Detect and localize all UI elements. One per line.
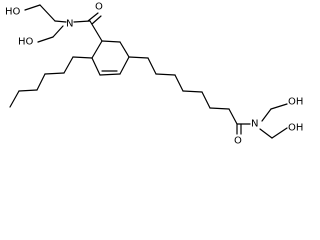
bond bbox=[54, 20, 67, 23]
bond bbox=[18, 89, 38, 92]
oxygen-label: O bbox=[234, 136, 242, 147]
double-bond bbox=[99, 73, 121, 76]
bond bbox=[52, 25, 64, 38]
octanoyl-chain bbox=[128, 56, 238, 125]
bond bbox=[128, 56, 149, 59]
bond bbox=[147, 57, 157, 75]
bond bbox=[119, 41, 130, 58]
hydroxyl-label: HO bbox=[18, 37, 34, 48]
bond bbox=[63, 56, 74, 74]
bond bbox=[270, 103, 288, 110]
nitrogen-label: N bbox=[251, 119, 258, 130]
bond bbox=[73, 20, 91, 23]
double-bond bbox=[87, 12, 99, 22]
bond bbox=[182, 90, 203, 93]
cyclohexene-ring bbox=[91, 40, 130, 76]
hydroxyl-label: HO bbox=[5, 7, 21, 18]
bond bbox=[37, 36, 54, 43]
bond bbox=[72, 56, 93, 59]
oxygen-label: O bbox=[95, 2, 103, 13]
bond bbox=[9, 90, 20, 108]
hydroxyl-label: OH bbox=[288, 123, 303, 134]
bond bbox=[91, 57, 101, 76]
hexyl-chain bbox=[9, 56, 93, 108]
bond bbox=[91, 40, 103, 59]
bond bbox=[271, 127, 288, 139]
bond bbox=[101, 40, 121, 43]
bond bbox=[24, 4, 41, 11]
hydroxyl-label: OH bbox=[288, 97, 303, 108]
bond bbox=[119, 56, 130, 75]
bond bbox=[36, 73, 46, 91]
structural-formula: HO N O HO O N OH OH bbox=[5, 2, 303, 147]
double-bond bbox=[91, 15, 102, 25]
bond bbox=[44, 72, 65, 75]
bond bbox=[174, 74, 184, 92]
atom-labels: HO N O HO O N OH OH bbox=[5, 2, 303, 147]
bond bbox=[209, 107, 230, 110]
bond bbox=[261, 108, 272, 122]
bond bbox=[39, 4, 56, 22]
bond bbox=[201, 91, 211, 109]
lower-diethanolamide-group bbox=[236, 103, 288, 139]
bond bbox=[228, 108, 238, 125]
nitrogen-label: N bbox=[66, 19, 73, 30]
bond bbox=[155, 73, 176, 76]
bond bbox=[259, 128, 273, 139]
upper-diethanolamide-group bbox=[24, 4, 103, 43]
bond bbox=[89, 20, 103, 42]
